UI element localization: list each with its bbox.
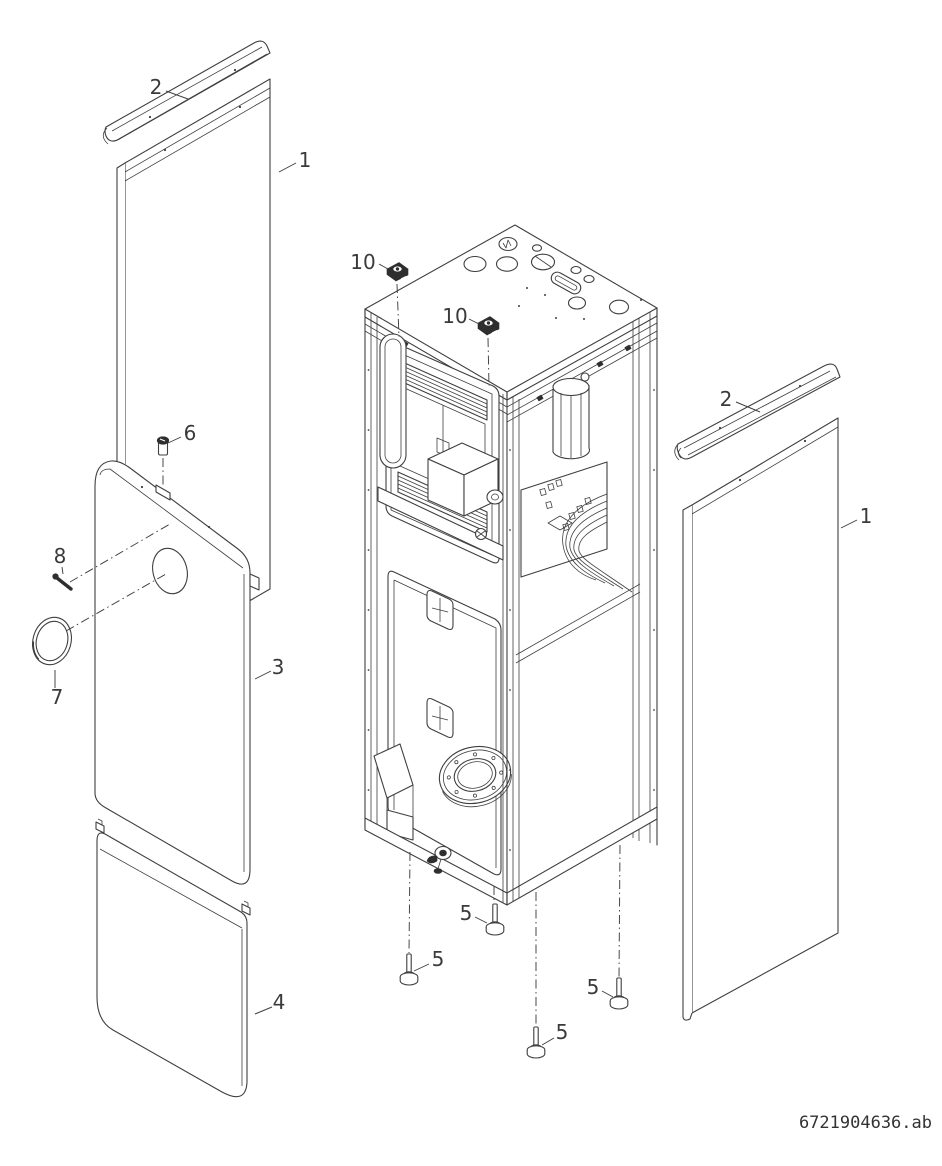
chassis-base	[365, 744, 657, 905]
panel-screw	[157, 437, 169, 487]
foot-screw-c	[609, 977, 629, 1010]
leader-line-4	[255, 1007, 272, 1014]
leader-line-5a	[475, 917, 487, 923]
leader-line-5d	[542, 1038, 554, 1045]
axis-pin-to-panel	[70, 524, 170, 582]
control-board	[521, 462, 607, 577]
right-face-seam	[516, 584, 640, 655]
panel-clip-right	[242, 901, 250, 915]
leader-line-5b	[414, 964, 429, 971]
callout-5d: 5	[556, 1020, 569, 1044]
leader-line-3	[255, 671, 271, 679]
callout-5c: 5	[587, 975, 600, 999]
axis-clip-2	[488, 338, 489, 386]
pipe-loop	[380, 334, 406, 468]
panel-clip-left	[96, 819, 104, 833]
clip-icon-1	[384, 261, 409, 282]
front-corner-post	[503, 392, 519, 905]
drain-valve	[427, 847, 451, 874]
foot-screw-a	[485, 903, 505, 936]
burner-assembly	[378, 443, 503, 560]
callout-10a: 10	[350, 250, 375, 274]
callout-5a: 5	[460, 901, 473, 925]
callout-4: 4	[273, 990, 286, 1014]
callout-2-left: 2	[150, 75, 163, 99]
right-side-panel	[683, 418, 838, 1020]
right-face-seam-2	[516, 592, 640, 663]
burner-flange	[433, 739, 517, 814]
callout-1-left: 1	[299, 148, 312, 172]
expansion-vessel	[553, 373, 589, 459]
leader-line-1-right	[841, 520, 857, 528]
callout-6: 6	[184, 421, 197, 445]
foot-screw-d	[526, 1026, 546, 1059]
front-panel	[95, 461, 259, 884]
leader-line-1-left	[279, 163, 296, 172]
left-side-panel-assembly: 2 1 6 8	[27, 41, 311, 1097]
leader-line-5c	[602, 991, 613, 997]
foot-screw-b	[399, 953, 419, 986]
boiler-chassis: 10 10 5 5 5 5	[350, 225, 657, 1059]
front-panel-sight-hole	[148, 545, 192, 598]
chassis-posts	[365, 308, 657, 845]
pin	[53, 574, 71, 589]
adjustable-feet	[399, 845, 629, 1059]
right-side-panel-assembly: 2 1	[675, 364, 873, 1020]
leader-line-2-right	[736, 402, 760, 412]
left-top-cover-strip	[103, 41, 270, 144]
leader-line-10b	[469, 319, 479, 324]
callout-5b: 5	[432, 947, 445, 971]
leader-line-8	[62, 567, 63, 574]
lower-front-panel	[96, 819, 250, 1097]
fan-knob	[487, 490, 503, 504]
callout-1-right: 1	[860, 504, 873, 528]
callout-10b: 10	[442, 304, 467, 328]
combustion-door	[388, 571, 518, 875]
document-code: 6721904636.ab	[799, 1113, 932, 1133]
wiring-harness	[563, 494, 632, 592]
sealing-ring	[27, 613, 77, 670]
leader-line-6	[168, 437, 181, 443]
axis-clip-1	[397, 284, 399, 337]
leader-line-2-left	[166, 91, 188, 99]
axis-ring-to-hole	[66, 574, 166, 631]
inspection-plate-lower	[427, 699, 453, 738]
callout-3: 3	[272, 655, 285, 679]
callout-2-right: 2	[720, 387, 733, 411]
inspection-plate-upper	[427, 591, 453, 630]
leader-line-10a	[379, 264, 388, 269]
callout-8: 8	[54, 544, 67, 568]
callout-7: 7	[51, 685, 64, 709]
